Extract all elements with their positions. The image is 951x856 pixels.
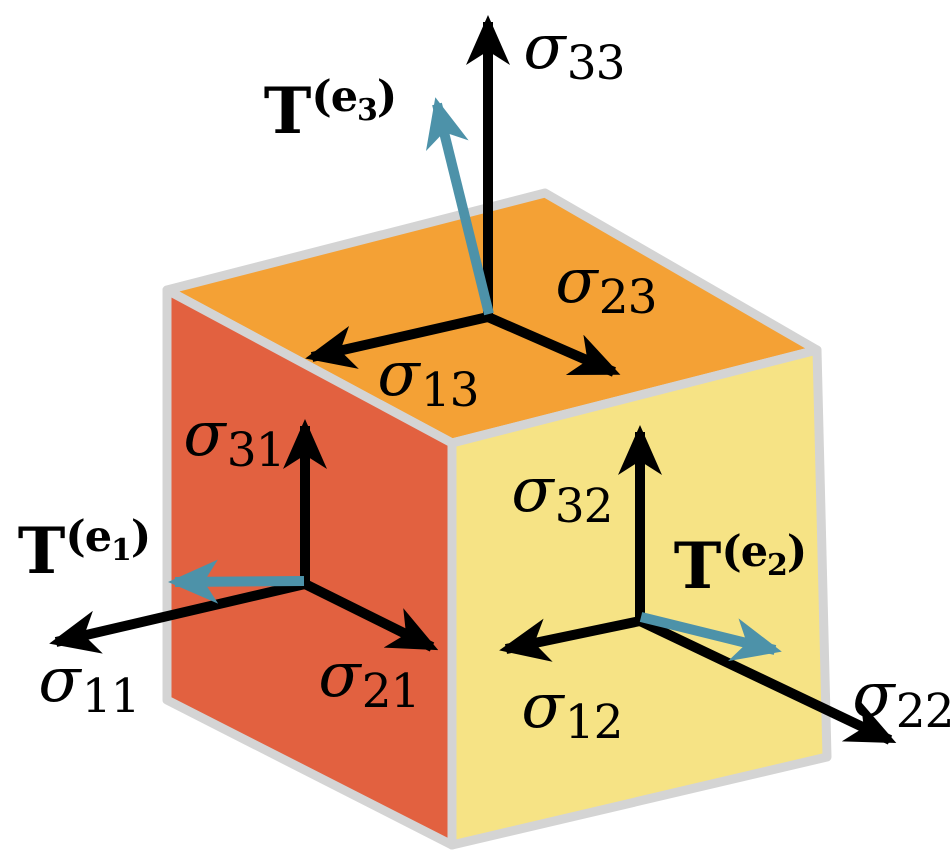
label-sigma-12: σ12 [521, 675, 623, 747]
basis-vector-index: 3 [357, 92, 378, 128]
arrow-sigma11 [49, 579, 307, 654]
paren-close: ) [786, 526, 807, 577]
basis-vector-index: 2 [767, 547, 788, 583]
label-sigma-23: σ23 [555, 250, 657, 322]
arrow-traction-e2 [639, 612, 782, 662]
sigma-symbol: σ [852, 658, 895, 731]
paren-open: ( [721, 526, 741, 577]
basis-vector-index: 1 [111, 532, 132, 568]
sigma-symbol: σ [523, 10, 566, 83]
cube [162, 188, 832, 850]
sigma-subscript: 31 [226, 423, 286, 479]
sigma-symbol: σ [521, 669, 564, 742]
sigma-symbol: σ [377, 337, 420, 410]
arrow-traction-e1 [168, 559, 305, 604]
label-sigma-32: σ32 [511, 459, 613, 531]
arrow-sigma23 [485, 312, 621, 377]
sigma-symbol: σ [511, 453, 554, 526]
sigma-subscript: 22 [895, 684, 951, 740]
sigma-symbol: σ [38, 643, 81, 716]
sigma-subscript: 13 [420, 363, 480, 419]
sigma-subscript: 32 [554, 479, 614, 535]
label-sigma-13: σ13 [377, 343, 479, 415]
sigma-subscript: 33 [566, 36, 626, 92]
traction-symbol: T [673, 529, 722, 604]
basis-vector-symbol: e [740, 526, 768, 577]
arrow-traction-e3 [425, 97, 494, 316]
stress-arrows [49, 15, 897, 745]
basis-vector-symbol: e [330, 71, 358, 122]
label-sigma-21: σ21 [318, 644, 420, 716]
sigma-symbol: σ [555, 244, 598, 317]
arrow-sigma21 [302, 579, 439, 652]
sigma-subscript: 21 [361, 664, 421, 720]
arrow-sigma22 [637, 616, 897, 745]
sigma-subscript: 23 [598, 270, 658, 326]
basis-vector-symbol: e [84, 511, 112, 562]
label-traction-e2: T(e2) [674, 530, 808, 599]
arrow-sigma13 [305, 312, 490, 369]
paren-close: ) [130, 511, 151, 562]
arrow-sigma12 [499, 616, 642, 662]
label-sigma-22: σ22 [852, 664, 951, 736]
label-sigma-11: σ11 [38, 649, 140, 721]
traction-symbol: T [17, 514, 66, 589]
traction-arrows [168, 97, 782, 662]
sigma-symbol: σ [183, 397, 226, 470]
sigma-symbol: σ [318, 638, 361, 711]
paren-close: ) [376, 71, 397, 122]
label-sigma-31: σ31 [183, 403, 285, 475]
label-traction-e1: T(e1) [18, 515, 152, 584]
sigma-subscript: 12 [564, 695, 624, 751]
sigma-subscript: 11 [81, 669, 141, 725]
paren-open: ( [311, 71, 331, 122]
paren-open: ( [65, 511, 85, 562]
traction-symbol: T [263, 74, 312, 149]
label-traction-e3: T(e3) [264, 75, 398, 144]
label-sigma-33: σ33 [523, 16, 625, 88]
